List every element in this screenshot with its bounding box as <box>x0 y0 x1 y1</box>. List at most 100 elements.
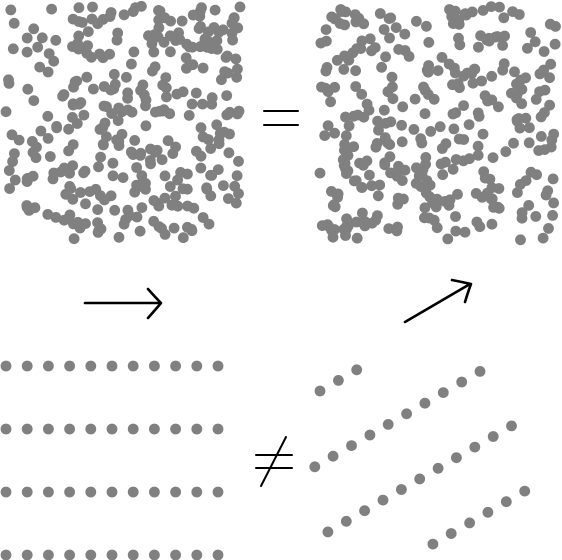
random-dot <box>458 100 469 111</box>
random-dot <box>485 193 497 205</box>
random-dot <box>158 104 170 116</box>
random-dot <box>148 46 160 58</box>
random-dot <box>94 123 106 135</box>
random-dot <box>425 125 437 137</box>
lattice-dot <box>340 515 352 527</box>
random-dot <box>13 134 25 146</box>
random-dot <box>217 24 229 36</box>
random-dot <box>149 146 161 158</box>
random-dot <box>46 3 57 15</box>
lattice-dot <box>191 423 203 435</box>
random-dot <box>92 204 104 216</box>
random-dot <box>182 221 193 233</box>
random-dot <box>182 200 193 212</box>
random-dot <box>316 220 328 232</box>
lattice-dot <box>396 484 407 495</box>
random-dot <box>153 22 165 34</box>
random-dot <box>466 68 477 80</box>
random-dot <box>327 231 339 243</box>
random-dot <box>437 169 449 181</box>
random-dot <box>379 132 391 144</box>
random-dot <box>165 15 177 27</box>
random-dot <box>21 202 33 213</box>
random-dot <box>396 119 407 131</box>
random-dot <box>164 181 176 192</box>
random-dot <box>399 28 411 40</box>
random-dot <box>450 154 462 165</box>
random-dot <box>473 41 484 53</box>
random-dot <box>534 68 546 80</box>
random-dot <box>231 170 243 182</box>
random-dot <box>233 155 244 167</box>
random-dot <box>470 188 482 199</box>
random-dot <box>126 106 138 118</box>
random-dot <box>463 119 475 130</box>
random-dot <box>183 110 195 121</box>
random-dot <box>442 233 454 245</box>
lattice-dot <box>212 549 224 560</box>
random-dot <box>548 197 559 209</box>
lattice-dot <box>0 549 12 560</box>
lattice-dot <box>64 486 75 498</box>
random-dot <box>75 187 86 198</box>
random-dot <box>523 200 535 211</box>
random-dot <box>135 147 147 159</box>
random-dot <box>212 164 224 176</box>
random-dot <box>420 158 431 170</box>
random-dot <box>471 216 483 228</box>
random-dot <box>227 34 239 46</box>
lattice-dot <box>0 360 12 372</box>
random-dot <box>348 175 360 187</box>
random-dot <box>411 15 422 27</box>
random-dot <box>385 12 397 24</box>
lattice-dot <box>346 440 357 451</box>
random-dot <box>177 232 189 244</box>
lattice-dot <box>170 360 182 372</box>
random-dot <box>450 225 462 237</box>
random-dot <box>195 21 206 32</box>
random-dot <box>228 12 240 24</box>
random-dot <box>136 202 148 214</box>
random-dot <box>3 74 14 86</box>
random-dot <box>152 198 164 209</box>
random-dot <box>481 34 493 46</box>
random-dot <box>515 74 526 86</box>
random-dot <box>42 209 54 220</box>
random-dot <box>170 190 181 202</box>
random-dot <box>434 121 446 133</box>
random-dot <box>408 123 420 135</box>
random-dot <box>95 151 106 163</box>
random-dot <box>197 212 209 223</box>
random-dot <box>101 131 112 143</box>
random-dot <box>450 107 462 119</box>
random-dot <box>320 65 332 77</box>
random-dot <box>113 140 125 152</box>
random-dot <box>420 187 432 199</box>
lattice-dot <box>359 505 370 517</box>
lattice-dot <box>149 486 160 498</box>
random-dot <box>325 96 336 108</box>
random-dot <box>453 133 465 145</box>
lattice-dot <box>149 549 160 560</box>
random-dot <box>219 66 231 77</box>
random-dot <box>21 32 33 44</box>
random-dot <box>107 170 119 182</box>
random-dot <box>88 83 99 95</box>
random-dot <box>548 128 560 140</box>
random-dot <box>34 61 46 73</box>
random-dot <box>73 30 85 42</box>
random-dot <box>348 141 360 153</box>
random-dot <box>21 46 33 58</box>
random-dot <box>149 61 161 73</box>
random-dot <box>4 183 15 194</box>
random-dot <box>382 86 394 98</box>
lattice-dot <box>127 423 139 435</box>
lattice-dot <box>21 549 33 560</box>
random-dot <box>374 179 386 191</box>
random-dot <box>42 110 54 122</box>
random-dot <box>113 231 125 243</box>
random-dot <box>486 218 498 230</box>
random-dot <box>514 122 526 134</box>
random-dot <box>79 165 91 177</box>
random-dot <box>35 125 47 137</box>
